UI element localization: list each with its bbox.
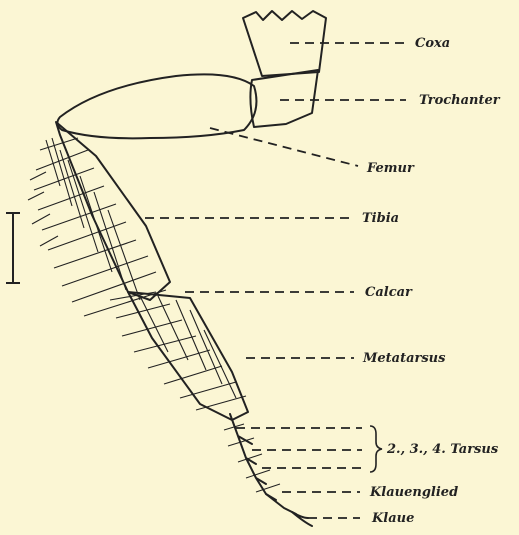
label-tarsus: 2., 3., 4. Tarsus bbox=[387, 443, 498, 456]
label-calcar: Calcar bbox=[365, 286, 412, 299]
label-klauenglied: Klauenglied bbox=[370, 486, 458, 499]
femur-segment bbox=[57, 74, 256, 138]
leader-femur bbox=[210, 128, 358, 166]
metatarsus-hairs bbox=[110, 292, 246, 410]
label-femur: Femur bbox=[367, 162, 414, 175]
label-trochanter: Trochanter bbox=[419, 94, 500, 107]
klauenglied-segment bbox=[266, 494, 296, 514]
label-metatarsus: Metatarsus bbox=[363, 352, 445, 365]
label-coxa: Coxa bbox=[415, 37, 450, 50]
tarsus-hairs bbox=[224, 424, 280, 492]
tibia-hairs bbox=[28, 138, 166, 316]
leader-lines bbox=[145, 43, 406, 518]
tarsus-brace bbox=[370, 426, 382, 472]
label-klaue: Klaue bbox=[372, 512, 414, 525]
klaue-claw bbox=[292, 512, 312, 526]
label-tibia: Tibia bbox=[362, 212, 399, 225]
scale-bar bbox=[6, 213, 20, 283]
trochanter-segment bbox=[250, 70, 318, 127]
